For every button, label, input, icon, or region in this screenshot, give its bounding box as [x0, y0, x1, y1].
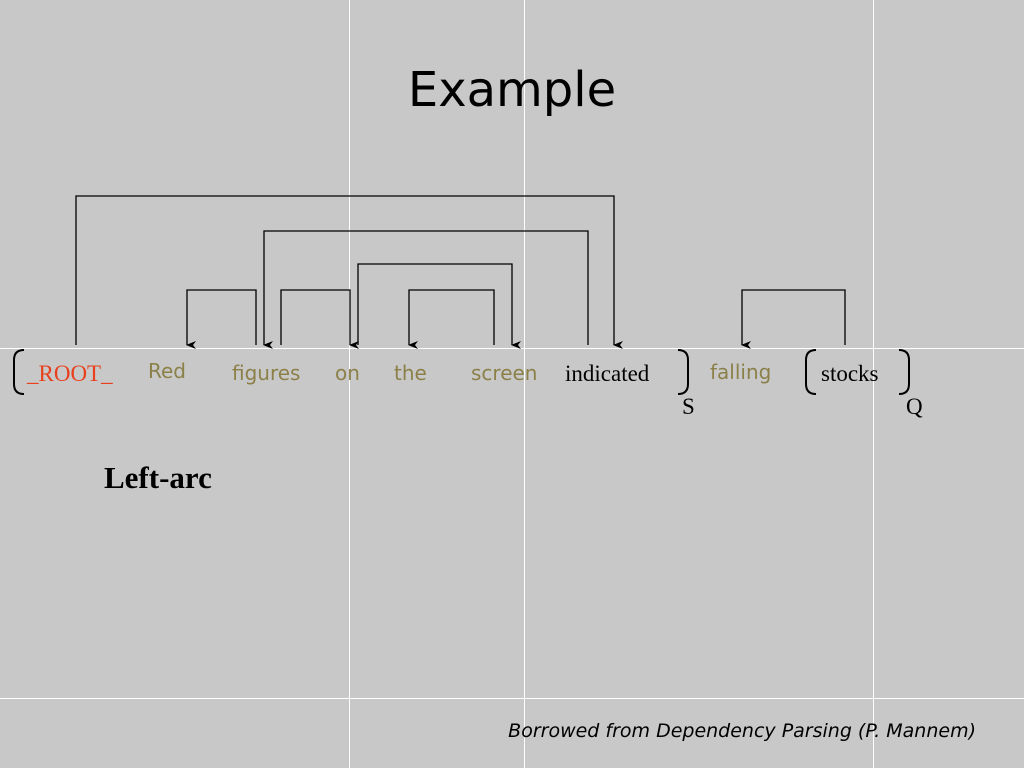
credit-note: Borrowed from Dependency Parsing (P. Man…	[508, 720, 976, 742]
gridline	[873, 0, 874, 768]
arc-screen-to-the	[408, 289, 495, 349]
word-on: on	[335, 361, 360, 385]
word-falling: falling	[710, 360, 772, 384]
word-screen: screen	[471, 361, 538, 385]
stack-open-bracket	[13, 349, 25, 395]
word-indicated: indicated	[565, 361, 650, 386]
slide-title: Example	[407, 62, 617, 118]
word-figures: figures	[232, 361, 301, 385]
arc-figures-to-on	[280, 289, 359, 349]
operation-label: Left-arc	[104, 460, 212, 495]
arc-figures-to-red	[186, 289, 257, 349]
word-stocks: stocks	[821, 361, 879, 386]
gridline	[524, 0, 525, 768]
queue-close-bracket	[898, 349, 910, 395]
word-root: _ROOT_	[27, 361, 113, 386]
arc-stocks-to-falling	[741, 289, 846, 349]
word-the: the	[394, 361, 427, 385]
stack-label: S	[682, 394, 695, 419]
arc-root-to-indicated	[75, 195, 623, 349]
arc-on-to-screen	[357, 263, 521, 349]
gridline	[0, 698, 1024, 699]
queue-label: Q	[906, 394, 923, 419]
stack-close-bracket	[677, 349, 689, 395]
queue-open-bracket	[805, 349, 817, 395]
arc-indicated-to-figures	[263, 230, 589, 349]
word-red: Red	[148, 359, 186, 383]
gridline	[349, 0, 350, 768]
